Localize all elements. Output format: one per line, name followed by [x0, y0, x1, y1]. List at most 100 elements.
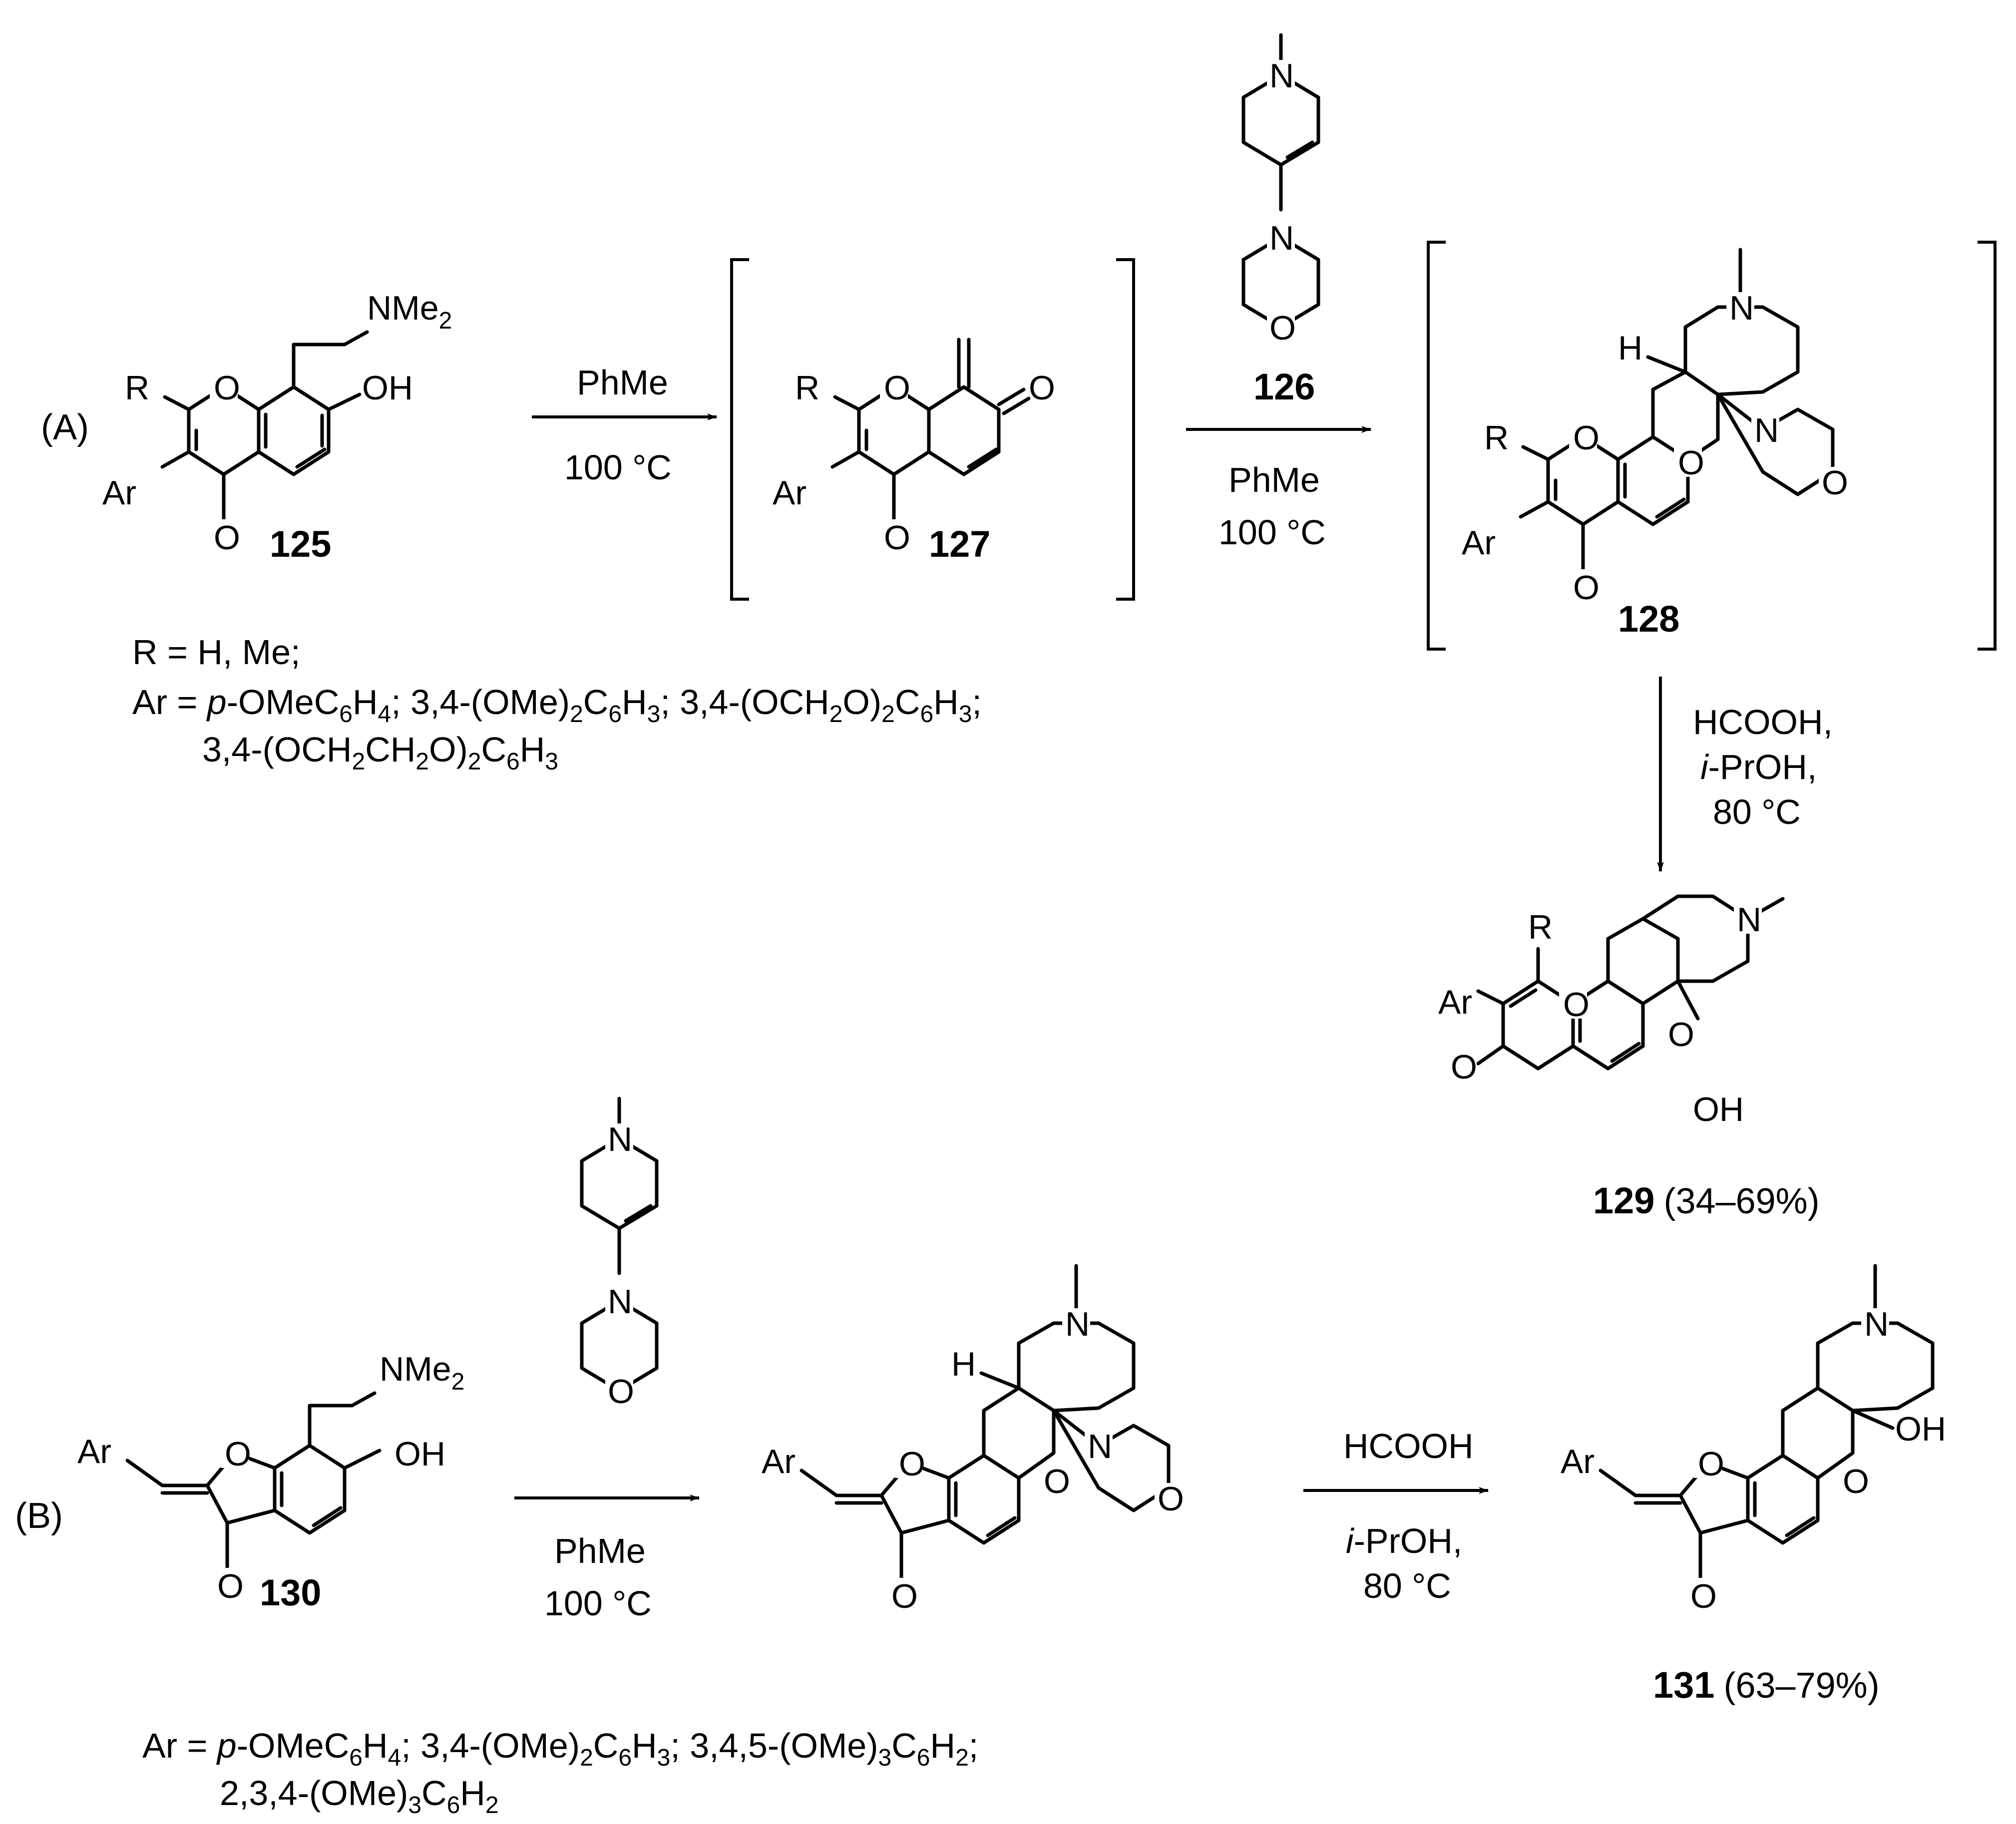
atom-o: O [1573, 569, 1600, 607]
text-segment: O) [429, 730, 468, 769]
text-segment: 6 [339, 701, 353, 728]
step2-solvent: PhMe [1228, 460, 1320, 499]
atom-r: R [1484, 419, 1509, 457]
atom-o: O [225, 1435, 251, 1473]
step-b1-temperature: 100 °C [544, 1584, 652, 1623]
atom-n: N [1065, 1305, 1090, 1343]
atom-r: R [1528, 908, 1553, 946]
text-segment: H [460, 1774, 485, 1813]
part-a-tag: (A) [41, 407, 89, 447]
text-segment: H [632, 1726, 657, 1765]
compound-129: O O O N OH R Ar 129(34–69%) [1438, 894, 1820, 1221]
atom-o: O [1269, 309, 1296, 347]
step-b2-solvent: i-PrOH, [1346, 1521, 1462, 1560]
atom-o: O [899, 1445, 925, 1483]
compound-131: O O O N OH Ar 131(63–79%) [1561, 1264, 1946, 1706]
compound-label-129: 129(34–69%) [1593, 1180, 1820, 1221]
atom-o: O [214, 519, 240, 557]
atom-o: O [1668, 1016, 1694, 1054]
atom-r: R [795, 369, 819, 407]
atom-ar: Ar [1462, 524, 1496, 562]
text-segment: C [421, 1774, 447, 1813]
atom-o: O [1843, 1462, 1869, 1500]
compound-number-130: 130 [260, 1572, 321, 1613]
atom-h: H [951, 1345, 976, 1383]
atom-n: N [1737, 901, 1761, 939]
atom-ar: Ar [762, 1443, 796, 1480]
atom-o: O [1573, 419, 1600, 457]
text-segment: 6 [506, 748, 520, 775]
atom-n: N [1754, 411, 1779, 449]
atom-o: O [884, 369, 910, 407]
text-segment: 6 [920, 701, 933, 728]
atom-ar: Ar [773, 474, 806, 512]
bracket-right [1978, 241, 1997, 651]
compound-label-131: 131(63–79%) [1653, 1664, 1880, 1706]
text-segment: 3 [408, 1792, 421, 1819]
atom-o: O [608, 1373, 634, 1411]
text-segment: 6 [349, 1745, 363, 1771]
atom-ar: Ar [1561, 1443, 1595, 1480]
atom-o: O [1029, 369, 1055, 407]
text-segment: 2 [955, 1745, 969, 1771]
atom-oh: OH [362, 369, 413, 407]
atom-o: O [1451, 1048, 1477, 1086]
atom-o: O [217, 1567, 244, 1605]
text-segment: ; [969, 1726, 978, 1765]
text-segment: H [933, 683, 959, 722]
text-segment: C [481, 730, 506, 769]
text-segment: 3,4-(OCH [202, 730, 352, 769]
atom-n: N [1269, 219, 1294, 257]
atom-oh: OH [1693, 1091, 1744, 1128]
compound-number-127: 127 [929, 523, 990, 565]
text-segment: 2 [570, 701, 583, 728]
atom-ar: Ar [1438, 983, 1472, 1021]
compound-number-125: 125 [270, 523, 331, 565]
atom-o: O [884, 519, 910, 557]
atom-o: O [1690, 1577, 1717, 1615]
atom-n: N [1864, 1305, 1889, 1343]
step1-arrow: PhMe 100 °C [532, 363, 717, 487]
bracket-right [1116, 258, 1135, 601]
text-segment: ; [972, 683, 981, 722]
atom-h: H [1618, 329, 1642, 367]
text-segment: CH [365, 730, 415, 769]
text-segment: C [895, 683, 920, 722]
text-segment: 3 [545, 748, 558, 775]
text-segment: -OMeC [227, 683, 340, 722]
atom-nme2: NMe2 [367, 289, 452, 334]
text-segment: Ar = [132, 683, 207, 722]
step2-temperature: 100 °C [1218, 513, 1326, 552]
text-segment: 3 [647, 701, 661, 728]
atom-o: O [1822, 464, 1848, 502]
reagent-b: N N O [580, 1096, 659, 1411]
substituent-ar-line2: 3,4-(OCH2CH2O)2C6H3 [202, 730, 558, 775]
text-segment: -OMeC [237, 1726, 350, 1765]
bracket-left [1427, 241, 1446, 651]
atom-o: O [214, 369, 240, 407]
atom-o: O [1044, 1462, 1070, 1500]
compound-126: N N O 126 [1241, 33, 1320, 407]
text-segment: H [363, 1726, 388, 1765]
atom-o: O [1158, 1480, 1184, 1518]
text-segment: 3 [657, 1745, 671, 1771]
text-segment: ; 3,4,5-(OMe) [670, 1726, 878, 1765]
text-segment: Ar = [142, 1726, 217, 1765]
compound-125: O O R Ar NMe2 OH 125 [102, 289, 452, 565]
compound-130: O O Ar NMe2 OH 130 [77, 1350, 464, 1613]
part-b-tag: (B) [15, 1496, 63, 1536]
atom-n: N [1269, 57, 1294, 95]
text-segment: 6 [618, 1745, 632, 1771]
text-segment: H [520, 730, 545, 769]
text-segment: 6 [447, 1792, 460, 1819]
text-segment: p [206, 683, 227, 722]
text-segment: 2 [580, 1745, 593, 1771]
text-segment: 2 [829, 701, 843, 728]
step3-arrow: HCOOH, i-PrOH, 80 °C [1657, 677, 1833, 872]
substituent-ar-b-line1: Ar = p-OMeC6H4; 3,4-(OMe)2C6H3; 3,4,5-(O… [142, 1726, 978, 1771]
text-segment: H [930, 1726, 956, 1765]
step-b2-acid: HCOOH [1343, 1427, 1474, 1465]
atom-r: R [125, 369, 149, 407]
step-b1-arrow: PhMe 100 °C [514, 1494, 700, 1623]
